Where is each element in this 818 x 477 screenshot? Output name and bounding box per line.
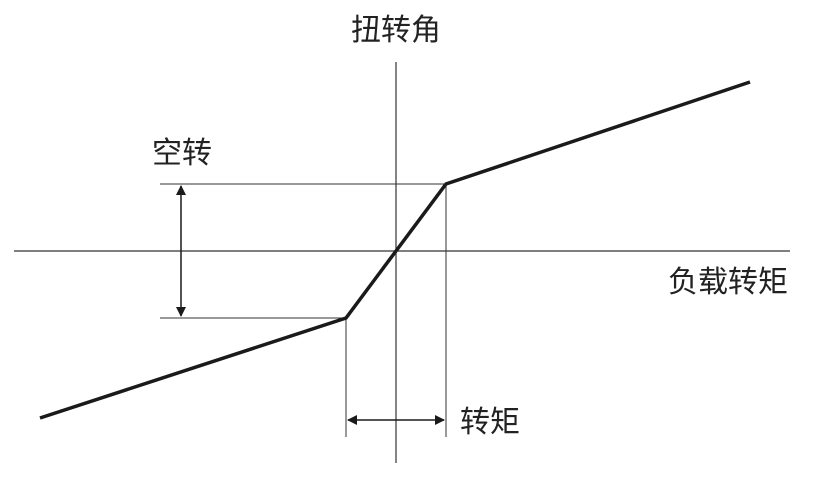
torsion-curve: [39, 80, 751, 420]
x-axis-label: 负载转矩: [668, 265, 788, 300]
y-axis-label: 扭转角: [351, 13, 441, 48]
backlash-label: 空转: [152, 136, 212, 171]
torque-label: 转矩: [460, 405, 520, 440]
